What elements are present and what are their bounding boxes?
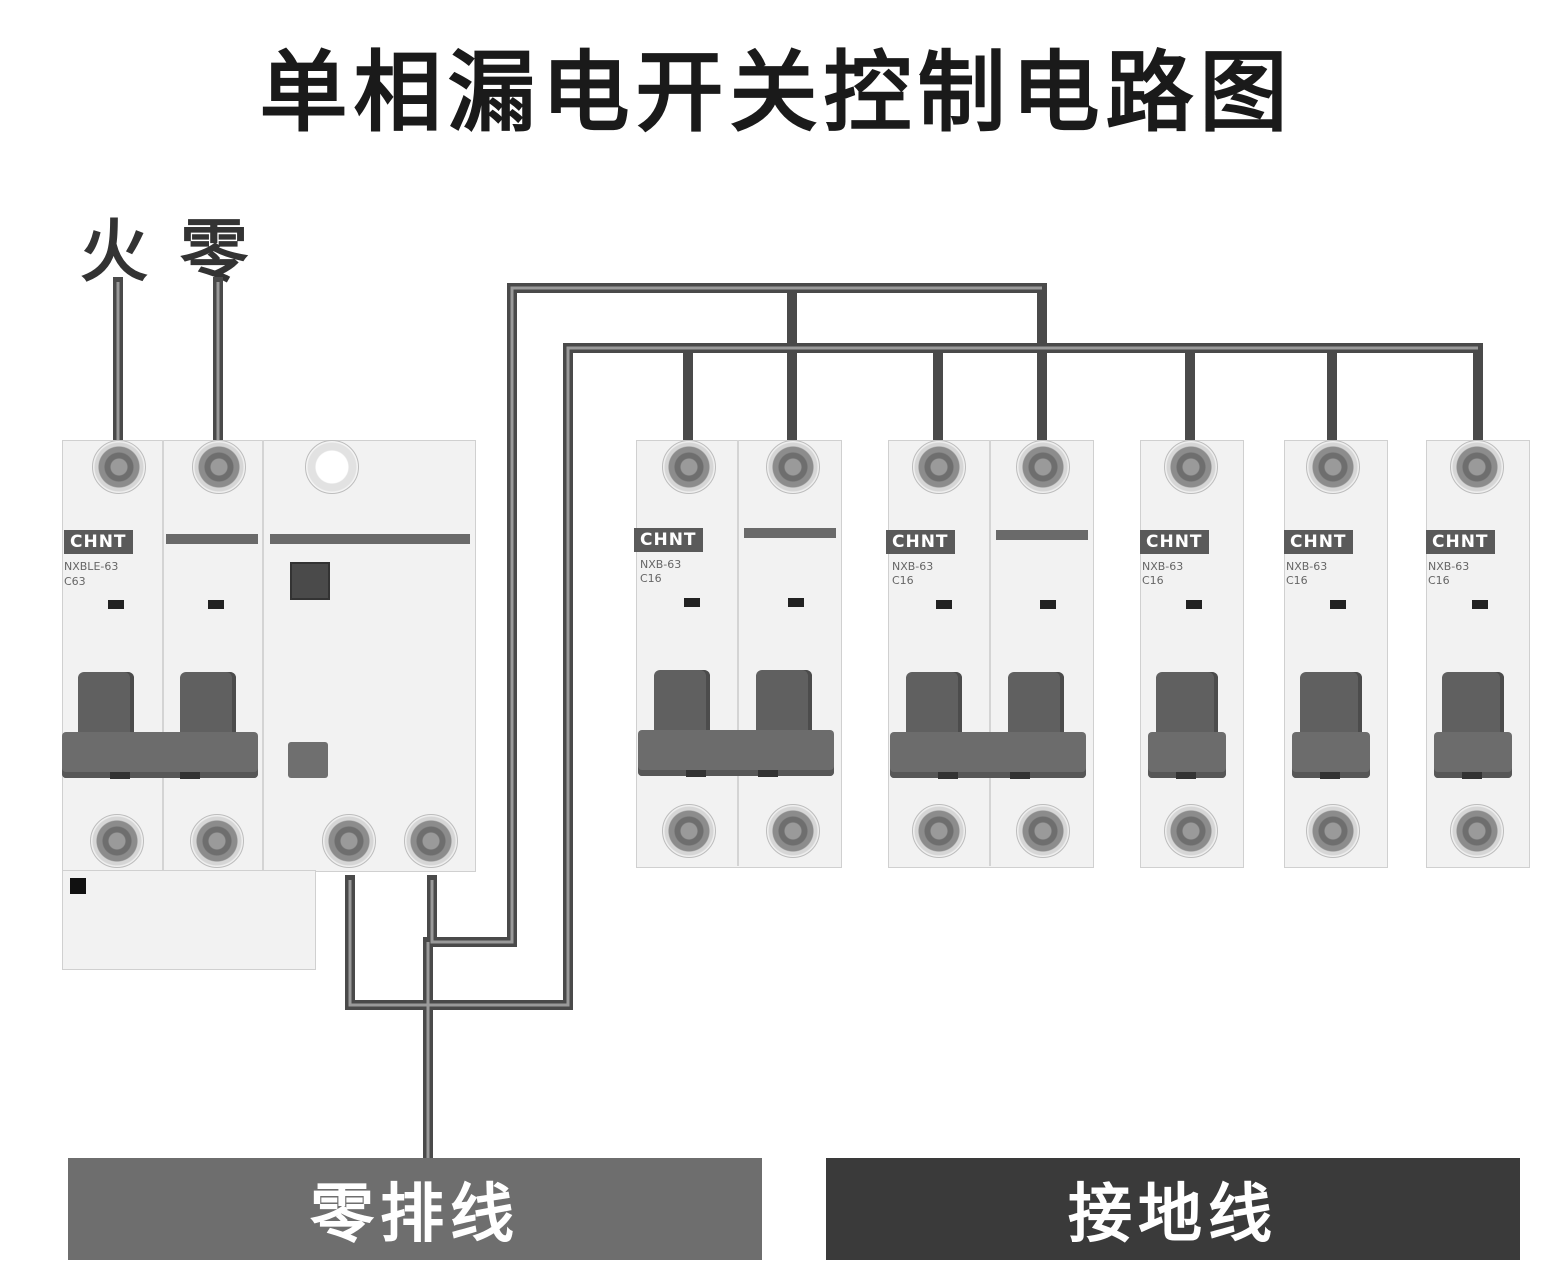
rcd-test-button[interactable] bbox=[288, 742, 328, 778]
branch-5-lever[interactable] bbox=[1434, 732, 1512, 778]
main-breaker-marker bbox=[70, 878, 86, 894]
branch-breaker-2 bbox=[888, 440, 1094, 868]
diagram-title: 单相漏电开关控制电路图 bbox=[259, 41, 1294, 144]
ground-bar-label: 接地线 bbox=[1068, 1178, 1278, 1252]
branch-3-in-terminal[interactable] bbox=[1164, 440, 1218, 494]
branch-3-brand: CHNT bbox=[1140, 530, 1209, 554]
branch-4-model: NXB-63 bbox=[1286, 560, 1328, 573]
main-indicator-2 bbox=[208, 600, 224, 609]
branch-4-lever[interactable] bbox=[1292, 732, 1370, 778]
branch-2-out-terminal-2[interactable] bbox=[1016, 804, 1070, 858]
branch-1-brand: CHNT bbox=[634, 528, 703, 552]
branch-1-out-terminal-2[interactable] bbox=[766, 804, 820, 858]
rcd-display-window bbox=[290, 562, 330, 600]
branch-5-out-terminal[interactable] bbox=[1450, 804, 1504, 858]
branch-5-rating: C16 bbox=[1428, 574, 1450, 587]
main-neutral-out-terminal-2[interactable] bbox=[404, 814, 458, 868]
branch-2-out-terminal-1[interactable] bbox=[912, 804, 966, 858]
branch-2-rating: C16 bbox=[892, 574, 914, 587]
branch-1-neutral-terminal[interactable] bbox=[766, 440, 820, 494]
branch-2-model: NXB-63 bbox=[892, 560, 934, 573]
branch-2-live-terminal[interactable] bbox=[912, 440, 966, 494]
main-unused-terminal bbox=[305, 440, 359, 494]
branch-breaker-3 bbox=[1140, 440, 1244, 868]
branch-1-model: NXB-63 bbox=[640, 558, 682, 571]
branch-5-brand: CHNT bbox=[1426, 530, 1495, 554]
neutral-bar-label: 零排线 bbox=[310, 1178, 520, 1252]
main-model: NXBLE-63 bbox=[64, 560, 119, 573]
main-rating: C63 bbox=[64, 575, 86, 588]
main-rcd-breaker bbox=[62, 440, 476, 872]
branch-1-rating: C16 bbox=[640, 572, 662, 585]
main-live-out-terminal[interactable] bbox=[90, 814, 144, 868]
main-neutral-in-terminal[interactable] bbox=[192, 440, 246, 494]
main-indicator bbox=[108, 600, 124, 609]
branch-3-model: NXB-63 bbox=[1142, 560, 1184, 573]
branch-3-rating: C16 bbox=[1142, 574, 1164, 587]
branch-1-lever[interactable] bbox=[638, 730, 834, 776]
branch-breaker-1 bbox=[636, 440, 842, 868]
branch-3-lever[interactable] bbox=[1148, 732, 1226, 778]
branch-4-in-terminal[interactable] bbox=[1306, 440, 1360, 494]
branch-breaker-5 bbox=[1426, 440, 1530, 868]
main-neutral-out-terminal[interactable] bbox=[190, 814, 244, 868]
branch-1-out-terminal-1[interactable] bbox=[662, 804, 716, 858]
branch-4-rating: C16 bbox=[1286, 574, 1308, 587]
branch-5-model: NXB-63 bbox=[1428, 560, 1470, 573]
main-breaker-lever[interactable] bbox=[62, 732, 258, 778]
main-breaker-base bbox=[62, 870, 316, 970]
branch-2-neutral-terminal[interactable] bbox=[1016, 440, 1070, 494]
branch-1-live-terminal[interactable] bbox=[662, 440, 716, 494]
ground-bar: 接地线 bbox=[826, 1158, 1520, 1260]
branch-5-in-terminal[interactable] bbox=[1450, 440, 1504, 494]
branch-3-out-terminal[interactable] bbox=[1164, 804, 1218, 858]
branch-4-out-terminal[interactable] bbox=[1306, 804, 1360, 858]
branch-4-brand: CHNT bbox=[1284, 530, 1353, 554]
neutral-bar: 零排线 bbox=[68, 1158, 762, 1260]
branch-breaker-4 bbox=[1284, 440, 1388, 868]
main-live-out-terminal-2[interactable] bbox=[322, 814, 376, 868]
main-brand-logo: CHNT bbox=[64, 530, 133, 554]
main-live-in-terminal[interactable] bbox=[92, 440, 146, 494]
branch-2-brand: CHNT bbox=[886, 530, 955, 554]
branch-2-lever[interactable] bbox=[890, 732, 1086, 778]
